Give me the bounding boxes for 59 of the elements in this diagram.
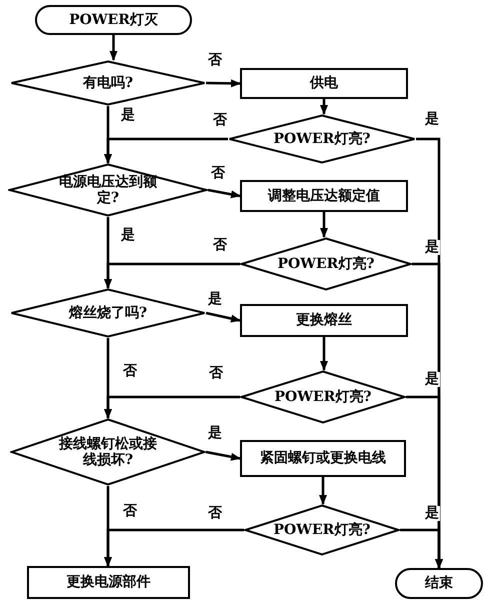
- connector-arrow: [206, 450, 241, 461]
- process-box: [240, 440, 406, 477]
- connector-arrow: [320, 99, 328, 115]
- node-text: POWER灯亮?: [274, 130, 370, 148]
- process-box: [240, 304, 408, 337]
- node-text: POWER灯亮?: [274, 522, 370, 538]
- connector-arrow: [104, 262, 240, 289]
- node-text: 熔丝烧了吗?: [68, 304, 148, 322]
- edge-label: 否: [212, 113, 228, 128]
- decision-diamond: [10, 418, 206, 486]
- edge-label: 否: [210, 166, 226, 182]
- connector-arrow: [206, 79, 241, 88]
- connector-arrow: [110, 35, 118, 61]
- decision-diamond: [240, 237, 412, 291]
- decision-diamond: [244, 504, 400, 556]
- edge-label: 是: [207, 426, 223, 442]
- node-text: 紧固螺钉或更换电线: [260, 450, 386, 467]
- decision-diamond: [240, 370, 406, 424]
- node-text: POWER灯灭: [69, 12, 158, 28]
- node-text: 结束: [425, 575, 453, 592]
- process-box: [27, 566, 190, 599]
- decision-diamond: [8, 163, 208, 217]
- process-box: [240, 180, 408, 212]
- edge-label: 否: [208, 366, 224, 382]
- node-text: 接线螺钉松或接线损坏?: [58, 436, 158, 468]
- connector-arrow: [320, 212, 328, 238]
- decision-diamond: [10, 288, 206, 338]
- connector-arrow: [208, 188, 241, 198]
- end-terminal: [395, 568, 483, 599]
- decision-diamond: [228, 114, 416, 164]
- edge-label: 否: [207, 53, 223, 68]
- decision-diamond: [10, 60, 206, 106]
- edge-label: 是: [424, 240, 440, 256]
- connector-arrow: [400, 528, 443, 569]
- connector-arrow: [104, 396, 240, 419]
- node-text: 调整电压达额定值: [268, 188, 380, 204]
- edge-label: 否: [122, 504, 138, 520]
- connector-arrow: [104, 528, 244, 567]
- edge-label: 是: [120, 228, 136, 244]
- node-text: 有电吗?: [82, 74, 134, 92]
- process-box: [240, 68, 408, 99]
- node-text: POWER灯亮?: [278, 256, 374, 272]
- node-text: POWER灯亮?: [274, 388, 372, 406]
- connector-arrow: [320, 337, 328, 371]
- connector-arrow: [104, 138, 228, 164]
- edge-label: 否: [212, 238, 228, 254]
- edge-label: 是: [424, 506, 440, 522]
- edge-label: 是: [424, 112, 440, 128]
- node-text: 更换熔丝: [296, 312, 352, 329]
- edge-label: 是: [207, 292, 223, 308]
- edge-label: 是: [120, 108, 136, 124]
- connector-arrow: [206, 312, 241, 322]
- connector-arrow: [319, 477, 327, 505]
- edge-label: 否: [207, 506, 223, 522]
- edge-label: 否: [122, 364, 138, 380]
- node-text: 供电: [310, 75, 338, 92]
- start-terminal: [35, 5, 192, 35]
- edge-label: 是: [424, 372, 440, 388]
- node-text: 更换电源部件: [66, 574, 150, 591]
